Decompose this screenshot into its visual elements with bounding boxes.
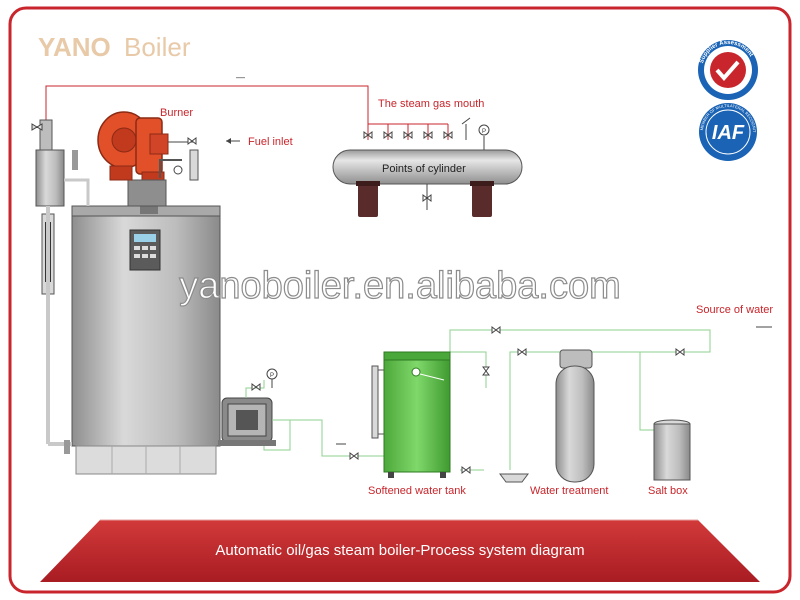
- brand-name-regular: Boiler: [124, 32, 191, 62]
- label-source-of-water: Source of water: [696, 304, 773, 316]
- control-panel: [129, 229, 161, 271]
- label-fuel-inlet: Fuel inlet: [248, 136, 293, 148]
- pump-pressure-symbol: P: [270, 373, 274, 379]
- boiler-nameplate: [140, 206, 158, 214]
- drain-funnel: [499, 473, 529, 483]
- burner: [97, 111, 199, 207]
- outer-frame: [8, 6, 792, 594]
- check-icon: [715, 60, 740, 82]
- supplier-assessment-badge: Supplier Assessment: [698, 40, 758, 100]
- iaf-ring-text: MEMBER OF MULTILATERAL RECOGNITION ARRAN…: [0, 0, 757, 133]
- pressure-symbol: P: [482, 129, 486, 135]
- steam-flow-arrow: —: [236, 72, 245, 82]
- watermark: yanoboiler.en.alibaba.com: [179, 265, 621, 307]
- water-treatment-unit: [499, 349, 595, 483]
- footer-title: Automatic oil/gas steam boiler-Process s…: [215, 542, 584, 559]
- svg-text:MEMBER OF MULTILATERAL RECOGNI: MEMBER OF MULTILATERAL RECOGNITION ARRAN…: [0, 0, 757, 133]
- label-steam-gas-mouth: The steam gas mouth: [378, 98, 484, 110]
- label-water-treatment: Water treatment: [530, 485, 608, 497]
- safety-valve: [189, 149, 199, 181]
- salt-box: [653, 419, 691, 481]
- steam-header-cylinder: [332, 149, 523, 217]
- water-level-column: [31, 119, 90, 454]
- iaf-text: IAF: [712, 122, 745, 144]
- steam-line: [45, 85, 449, 140]
- header-pressure-gauge: P: [478, 124, 490, 150]
- label-burner: Burner: [160, 107, 193, 119]
- label-salt-box: Salt box: [648, 485, 688, 497]
- brand-name-bold: YANO: [38, 32, 111, 62]
- label-points-of-cylinder: Points of cylinder: [382, 163, 466, 175]
- water-valves: [349, 326, 685, 474]
- label-softened-water-tank: Softened water tank: [368, 485, 466, 497]
- header-safety-valve: [461, 117, 471, 140]
- footer-band: Automatic oil/gas steam boiler-Process s…: [40, 519, 760, 582]
- softened-water-tank: [371, 351, 451, 478]
- water-lines: [290, 329, 711, 471]
- header-valves: [363, 131, 453, 139]
- flange: [72, 150, 78, 170]
- feed-pump: P: [218, 368, 291, 451]
